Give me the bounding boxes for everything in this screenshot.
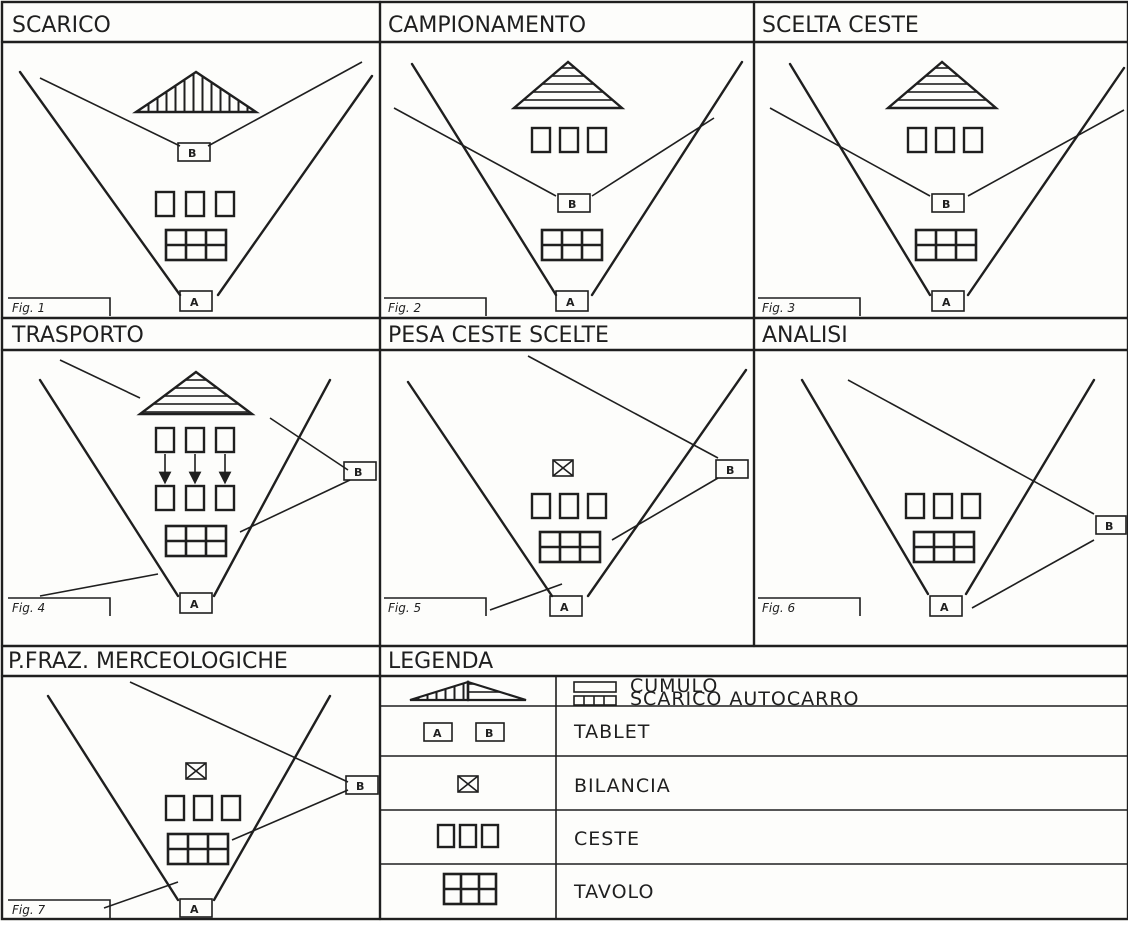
svg-text:B: B — [942, 198, 950, 211]
svg-text:B: B — [1105, 520, 1113, 533]
sorting-table-icon — [164, 524, 228, 558]
fig-label-7: Fig. 7 — [8, 899, 111, 918]
panel-title-scelta-ceste: SCELTA CESTE — [762, 13, 919, 38]
baskets-icon — [906, 126, 984, 154]
tablet-b-icon: B — [1095, 515, 1127, 535]
legend-label-tavolo: TAVOLO — [573, 881, 654, 903]
baskets-icon — [530, 126, 608, 154]
svg-text:A: A — [560, 601, 569, 614]
svg-text:A: A — [190, 598, 199, 611]
svg-text:Fig. 1: Fig. 1 — [12, 301, 45, 315]
sorting-table-icon — [540, 228, 604, 262]
legend-table-icon — [442, 872, 498, 906]
sorting-table-icon — [914, 228, 978, 262]
tablet-a-icon: A — [929, 595, 963, 617]
baskets-icon — [154, 190, 236, 218]
legend-label-ceste: CESTE — [574, 828, 640, 850]
legend-scarico-swatch-icon — [573, 695, 617, 706]
fig-label-6: Fig. 6 — [758, 597, 861, 616]
panel-title-p-fraz-merceologiche: P.FRAZ. MERCEOLOGICHE — [8, 649, 288, 674]
scale-icon — [552, 459, 574, 477]
svg-text:B: B — [568, 198, 576, 211]
panel-scarico: B A Fig. 1 — [8, 61, 374, 316]
svg-text:B: B — [354, 466, 362, 479]
svg-text:Fig. 2: Fig. 2 — [388, 301, 421, 315]
svg-text:Fig. 4: Fig. 4 — [12, 601, 45, 615]
svg-text:Fig. 5: Fig. 5 — [388, 601, 421, 615]
svg-text:A: A — [190, 296, 199, 309]
tablet-a-icon: A — [179, 290, 213, 312]
panel-pesa-ceste-scelte: B A Fig. 5 — [384, 355, 749, 617]
fig-label-3: Fig. 3 — [758, 297, 861, 316]
legend-title: LEGENDA — [388, 649, 493, 674]
panel-p-fraz-merceologiche: B A Fig. 7 — [8, 681, 379, 918]
sorting-table-icon — [538, 530, 602, 564]
tablet-a-icon: A — [179, 898, 213, 918]
tablet-a-icon: A — [549, 595, 583, 617]
tablet-b-icon: B — [343, 461, 377, 481]
baskets-icon — [154, 426, 236, 454]
svg-text:Fig. 3: Fig. 3 — [762, 301, 795, 315]
panel-analisi: B A Fig. 6 — [758, 378, 1127, 617]
svg-text:A: A — [566, 296, 575, 309]
sorting-table-icon — [912, 530, 976, 564]
svg-text:B: B — [726, 464, 734, 477]
baskets-icon — [530, 492, 608, 520]
tablet-a-icon: A — [555, 290, 589, 312]
legend-label-cumulo: CUMULO — [630, 675, 718, 697]
svg-text:B: B — [188, 147, 196, 160]
svg-text:Fig. 6: Fig. 6 — [762, 601, 795, 615]
legend-tablet-b-icon: B — [475, 722, 505, 742]
tablet-b-icon: B — [557, 193, 591, 213]
legend-scale-icon — [457, 775, 479, 793]
svg-text:A: A — [942, 296, 951, 309]
sorting-table-icon — [166, 832, 230, 866]
legend-baskets-icon — [436, 823, 500, 849]
panel-trasporto: B A Fig. 4 — [8, 359, 377, 616]
svg-text:B: B — [356, 780, 364, 793]
tablet-b-icon: B — [715, 459, 749, 479]
legend-label-scarico-autocarro: SCARICO AUTOCARRO — [630, 688, 859, 710]
tablet-b-icon: B — [931, 193, 965, 213]
fig-label-1: Fig. 1 — [8, 297, 111, 316]
sorting-table-icon — [164, 228, 228, 262]
fig-label-2: Fig. 2 — [384, 297, 487, 316]
panel-title-analisi: ANALISI — [762, 323, 848, 348]
svg-text:B: B — [485, 727, 493, 740]
pile-icon — [510, 60, 626, 110]
legend-tablet-a-icon: A — [423, 722, 453, 742]
legend-pile-icon — [409, 680, 527, 702]
panel-title-scarico: SCARICO — [12, 13, 111, 38]
legend: CUMULO SCARICO AUTOCARRO A B TABLET BILA… — [409, 675, 859, 906]
legend-cumulo-swatch-icon — [573, 681, 617, 693]
panel-title-campionamento: CAMPIONAMENTO — [388, 13, 586, 38]
panel-scelta-ceste: B A Fig. 3 — [758, 60, 1126, 316]
scale-icon — [185, 762, 207, 780]
baskets-icon — [164, 794, 242, 822]
truck-unload-pile-icon — [132, 70, 260, 114]
legend-label-bilancia: BILANCIA — [574, 775, 671, 797]
fig-label-4: Fig. 4 — [8, 597, 111, 616]
tablet-b-icon: B — [177, 142, 211, 162]
fig-label-5: Fig. 5 — [384, 597, 487, 616]
panel-title-pesa-ceste-scelte: PESA CESTE SCELTE — [388, 323, 609, 348]
svg-text:Fig. 7: Fig. 7 — [12, 903, 45, 917]
svg-text:A: A — [433, 727, 442, 740]
panel-title-trasporto: TRASPORTO — [11, 323, 144, 348]
tablet-a-icon: A — [179, 592, 213, 614]
tablet-b-icon: B — [345, 775, 379, 795]
baskets-icon — [154, 484, 236, 512]
panel-campionamento: B A Fig. 2 — [384, 60, 744, 316]
tablet-a-icon: A — [931, 290, 965, 312]
transfer-arrows-icon — [158, 454, 232, 485]
svg-text:A: A — [940, 601, 949, 614]
pile-icon — [884, 60, 1000, 110]
baskets-icon — [904, 492, 982, 520]
legend-label-tablet: TABLET — [573, 721, 650, 743]
pile-icon — [136, 370, 256, 416]
svg-text:A: A — [190, 903, 199, 916]
